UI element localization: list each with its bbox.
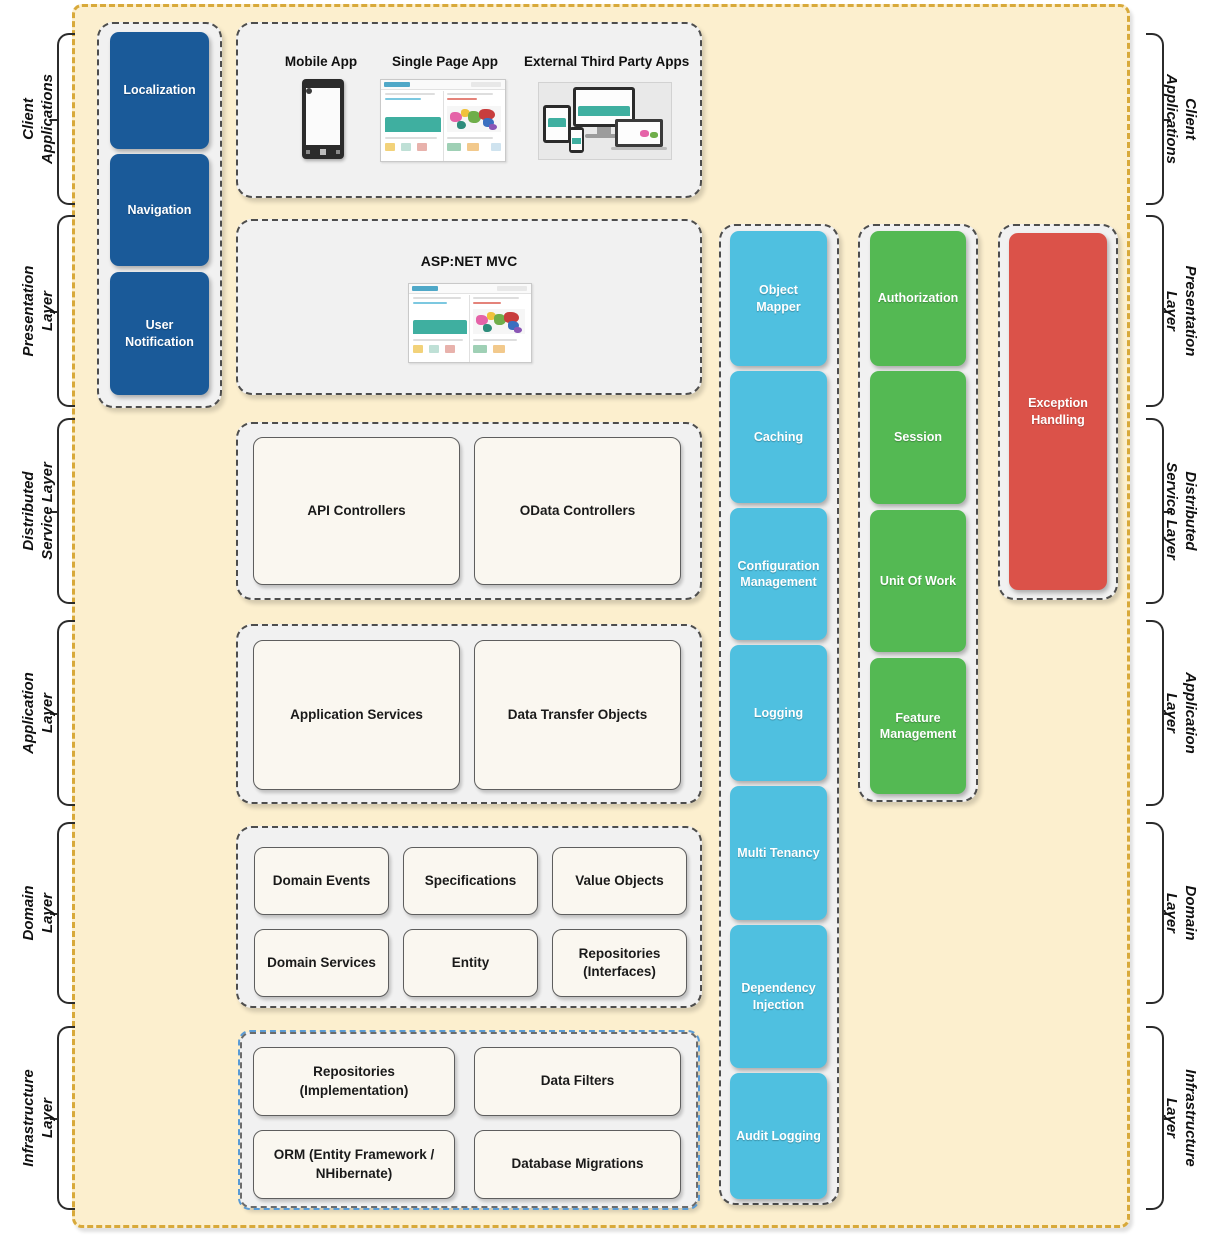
- tile-repositories-implementation[interactable]: Repositories (Implementation): [253, 1047, 455, 1116]
- side-label-left-client-applications: Client Applications: [20, 74, 56, 165]
- side-label-left-infrastructure-layer: Infrastructure Layer: [20, 1069, 56, 1167]
- tile-domain-events[interactable]: Domain Events: [254, 847, 389, 915]
- tile-entity[interactable]: Entity: [403, 929, 538, 997]
- aspnet-mvc-mockup: [408, 283, 532, 363]
- bracket-right-infrastructure-layer: [1146, 1026, 1171, 1210]
- tile-data-filters[interactable]: Data Filters: [474, 1047, 681, 1116]
- tile-odata-controllers[interactable]: OData Controllers: [474, 437, 681, 585]
- tile-domain-services[interactable]: Domain Services: [254, 929, 389, 997]
- bracket-left-infrastructure-layer: [50, 1026, 75, 1210]
- side-label-right-distributed-service-layer: Distributed Service Layer: [1163, 462, 1199, 560]
- chip-multi-tenancy[interactable]: Multi Tenancy: [730, 786, 827, 920]
- bracket-right-application-layer: [1146, 620, 1171, 806]
- chip-audit-logging[interactable]: Audit Logging: [730, 1073, 827, 1199]
- chip-localization[interactable]: Localization: [110, 32, 209, 149]
- side-label-left-domain-layer: Domain Layer: [20, 885, 56, 941]
- chip-caching[interactable]: Caching: [730, 371, 827, 503]
- tile-specifications[interactable]: Specifications: [403, 847, 538, 915]
- chip-unit-of-work[interactable]: Unit Of Work: [870, 510, 966, 652]
- tile-data-transfer-objects[interactable]: Data Transfer Objects: [474, 640, 681, 790]
- aspnet-mvc-title: ASP:NET MVC: [420, 253, 518, 269]
- side-label-right-domain-layer: Domain Layer: [1163, 885, 1199, 941]
- bracket-left-presentation-layer: [50, 215, 75, 407]
- label-mobile-app: Mobile App: [284, 54, 358, 69]
- tile-application-services[interactable]: Application Services: [253, 640, 460, 790]
- tile-database-migrations[interactable]: Database Migrations: [474, 1130, 681, 1199]
- side-label-right-application-layer: Application Layer: [1163, 672, 1199, 754]
- bracket-right-presentation-layer: [1146, 215, 1171, 407]
- chip-session[interactable]: Session: [870, 371, 966, 504]
- side-label-left-application-layer: Application Layer: [20, 672, 56, 754]
- side-label-right-client-applications: Client Applications: [1163, 73, 1199, 164]
- chip-logging[interactable]: Logging: [730, 645, 827, 781]
- label-single-page-app: Single Page App: [391, 54, 499, 69]
- tile-repositories-interfaces[interactable]: Repositories (Interfaces): [552, 929, 687, 997]
- chip-object-mapper[interactable]: Object Mapper: [730, 231, 827, 366]
- side-label-left-presentation-layer: Presentation Layer: [20, 265, 56, 357]
- side-label-left-distributed-service-layer: Distributed Service Layer: [20, 462, 56, 560]
- bracket-right-client-applications: [1146, 33, 1171, 205]
- chip-navigation[interactable]: Navigation: [110, 154, 209, 266]
- chip-configuration-management[interactable]: Configuration Management: [730, 508, 827, 640]
- presentation-layer-group: ASP:NET MVC: [236, 219, 702, 395]
- chip-user-notification[interactable]: User Notification: [110, 272, 209, 395]
- chip-exception-handling[interactable]: Exception Handling: [1009, 233, 1107, 590]
- chip-authorization[interactable]: Authorization: [870, 231, 966, 366]
- chip-feature-management[interactable]: Feature Management: [870, 658, 966, 794]
- mobile-phone-mockup: [302, 79, 344, 159]
- single-page-app-mockup: [380, 79, 506, 162]
- chip-dependency-injection[interactable]: Dependency Injection: [730, 925, 827, 1068]
- bracket-right-domain-layer: [1146, 822, 1171, 1004]
- bracket-left-client-applications: [50, 33, 75, 205]
- multi-device-mockup: [538, 82, 672, 160]
- label-external-third-party-apps: External Third Party Apps: [524, 54, 690, 69]
- bracket-right-distributed-service-layer: [1146, 418, 1171, 604]
- bracket-left-domain-layer: [50, 822, 75, 1004]
- tile-orm[interactable]: ORM (Entity Framework / NHibernate): [253, 1130, 455, 1199]
- side-label-right-infrastructure-layer: Infrastructure Layer: [1163, 1069, 1199, 1167]
- side-label-right-presentation-layer: Presentation Layer: [1163, 265, 1199, 357]
- bracket-left-application-layer: [50, 620, 75, 806]
- tile-value-objects[interactable]: Value Objects: [552, 847, 687, 915]
- bracket-left-distributed-service-layer: [50, 418, 75, 604]
- tile-api-controllers[interactable]: API Controllers: [253, 437, 460, 585]
